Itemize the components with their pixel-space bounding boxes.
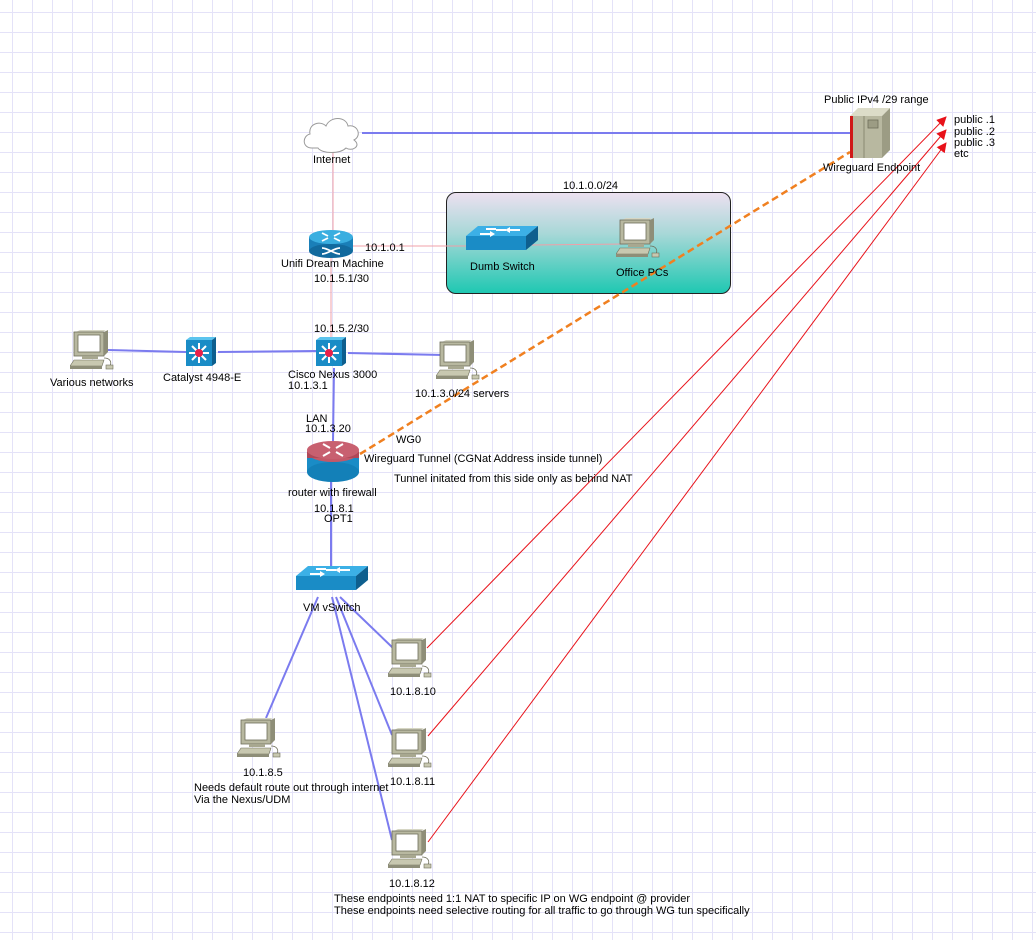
pc-10-1-8-5[interactable] (236, 717, 283, 763)
udm-ip: 10.1.5.1/30 (314, 273, 370, 285)
pc-10-1-8-11-label: 10.1.8.11 (390, 776, 436, 788)
dumb-switch-label: Dumb Switch (470, 261, 535, 273)
pc-10-1-8-12[interactable] (387, 828, 434, 874)
wg-endpoint-server[interactable] (850, 108, 896, 161)
switch-icon (295, 565, 369, 591)
pc-10-1-8-5-label: 10.1.8.5 (243, 767, 283, 779)
pc-10-1-8-10-label: 10.1.8.10 (390, 686, 436, 698)
router-icon (309, 230, 353, 258)
udm-router[interactable] (308, 229, 356, 262)
workstation-icon (435, 339, 480, 380)
server-tower-icon (850, 108, 890, 158)
tunnel-description: Wireguard Tunnel (CGNat Address inside t… (364, 453, 603, 465)
layer3-switch-icon (315, 336, 347, 367)
dumb-switch[interactable] (465, 225, 540, 255)
various-networks-pc[interactable] (69, 329, 116, 375)
firewall-router[interactable] (306, 438, 360, 487)
pc-10-1-8-5-note-2: Via the Nexus/UDM (194, 794, 291, 806)
link-vswitch-pc-8-5[interactable] (265, 596, 319, 719)
nat-arrow-pc-8-11[interactable] (427, 129, 947, 737)
various-networks-label: Various networks (50, 377, 134, 389)
workstation-icon (69, 329, 114, 370)
workstation-icon (387, 637, 432, 678)
firewall-label: router with firewall (288, 487, 377, 499)
public-ip-2: public .2 (954, 126, 995, 138)
nat-note-1: These endpoints need 1:1 NAT to specific… (334, 893, 691, 905)
cloud-icon (303, 118, 359, 153)
office-pcs-label: Office PCs (616, 267, 669, 279)
layer3-switch-icon (185, 336, 217, 367)
nexus-switch[interactable] (315, 336, 348, 370)
public-ip-3: public .3 (954, 137, 995, 149)
switch-icon (465, 225, 539, 251)
public-ip-etc: etc (954, 148, 969, 160)
pc-10-1-8-12-label: 10.1.8.12 (389, 878, 435, 890)
link-various-catalyst[interactable] (107, 349, 187, 353)
office-pcs[interactable] (615, 217, 662, 263)
link-dumb-switch-office-pcs[interactable] (531, 243, 626, 246)
servers-label: 10.1.3.0/24 servers (415, 388, 510, 400)
link-nexus-firewall[interactable] (332, 367, 335, 443)
nexus-label: Cisco Nexus 3000 (288, 369, 378, 381)
udm-lan-ip: 10.1.0.1 (365, 242, 405, 254)
internet-cloud[interactable] (300, 114, 364, 157)
wg-endpoint-label: Wireguard Endpoint (823, 162, 921, 174)
servers-pc[interactable] (435, 339, 482, 385)
internet-label: Internet (313, 154, 351, 166)
nexus-uplink-ip: 10.1.5.2/30 (314, 323, 370, 335)
firewall-lan-ip: 10.1.3.20 (305, 423, 351, 435)
vswitch-label: VM vSwitch (303, 602, 361, 614)
public-ip-1: public .1 (954, 114, 995, 126)
firewall-router-icon (307, 441, 359, 482)
link-vswitch-pc-8-12[interactable] (331, 596, 393, 841)
catalyst-label: Catalyst 4948-E (163, 372, 242, 384)
catalyst-switch[interactable] (185, 336, 218, 370)
nat-arrow-pc-8-12[interactable] (427, 142, 947, 843)
pc-10-1-8-10[interactable] (387, 637, 434, 683)
pc-10-1-8-5-note-1: Needs default route out through internet (194, 782, 389, 794)
tunnel-wg0-label: WG0 (396, 434, 422, 446)
nat-arrow-pc-8-10[interactable] (426, 116, 947, 649)
vm-vswitch[interactable] (295, 565, 370, 595)
wg-endpoint-title: Public IPv4 /29 range (824, 94, 929, 106)
nat-note-2: These endpoints need selective routing f… (334, 905, 750, 917)
nexus-ip: 10.1.3.1 (288, 380, 328, 392)
workstation-icon (387, 727, 432, 768)
workstation-icon (615, 217, 660, 258)
firewall-opt-ip: 10.1.8.1 (314, 503, 354, 515)
subnet-group-label: 10.1.0.0/24 (563, 180, 619, 192)
workstation-icon (236, 717, 281, 758)
workstation-icon (387, 828, 432, 869)
link-vswitch-pc-8-10[interactable] (339, 596, 394, 649)
tunnel-note: Tunnel initated from this side only as b… (394, 473, 633, 485)
link-catalyst-nexus[interactable] (217, 350, 317, 353)
pc-10-1-8-11[interactable] (387, 727, 434, 773)
udm-label: Unifi Dream Machine (281, 258, 384, 270)
link-vswitch-pc-8-11[interactable] (335, 596, 393, 736)
firewall-opt-label: OPT1 (324, 513, 353, 525)
link-wireguard-tunnel[interactable] (359, 150, 851, 456)
link-nexus-servers[interactable] (347, 352, 445, 356)
firewall-lan-label: LAN (306, 413, 328, 425)
